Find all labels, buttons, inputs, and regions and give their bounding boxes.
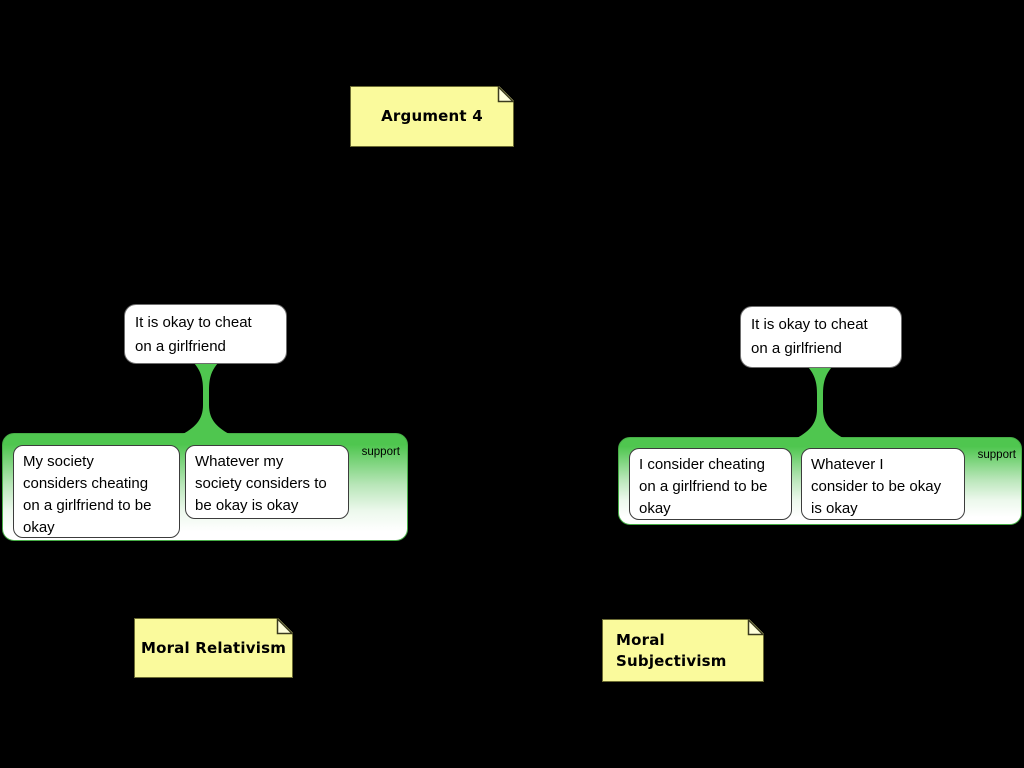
premise-text-line: be okay is okay bbox=[195, 497, 299, 514]
right-support-group[interactable]: support I consider cheating on a girlfri… bbox=[618, 437, 1022, 525]
conclusion-text-line: It is okay to cheat bbox=[751, 316, 868, 333]
left-conclusion-box[interactable]: It is okay to cheat on a girlfriend bbox=[124, 304, 287, 364]
argument-note-label: Argument 4 bbox=[381, 107, 483, 125]
moral-subjectivism-note-label: Moral Subjectivism bbox=[616, 630, 763, 672]
note-fold-icon bbox=[747, 619, 764, 636]
argument-note[interactable]: Argument 4 bbox=[350, 86, 514, 147]
left-support-group[interactable]: support My society considers cheating on… bbox=[2, 433, 408, 541]
note-fold-icon bbox=[276, 618, 293, 635]
right-premise-1-box[interactable]: I consider cheating on a girlfriend to b… bbox=[629, 448, 792, 520]
moral-relativism-note[interactable]: Moral Relativism bbox=[134, 618, 293, 678]
left-premise-2-box[interactable]: Whatever my society considers to be okay… bbox=[185, 445, 349, 519]
premise-text-line: on a girlfriend to be bbox=[23, 497, 152, 514]
left-support-label: support bbox=[361, 446, 400, 458]
right-support-connector[interactable] bbox=[760, 367, 880, 440]
note-text-line: Moral bbox=[616, 630, 665, 649]
left-support-connector[interactable] bbox=[146, 363, 266, 436]
left-premise-1-box[interactable]: My society considers cheating on a girlf… bbox=[13, 445, 180, 538]
premise-text-line: consider to be okay bbox=[811, 478, 942, 495]
premise-text-line: Whatever I bbox=[811, 456, 884, 473]
conclusion-text-line: on a girlfriend bbox=[135, 338, 226, 355]
moral-relativism-note-label: Moral Relativism bbox=[140, 638, 287, 657]
moral-subjectivism-note[interactable]: Moral Subjectivism bbox=[602, 619, 764, 682]
premise-text-line: I consider cheating bbox=[639, 456, 765, 473]
note-text-line: Subjectivism bbox=[616, 651, 727, 670]
right-support-label: support bbox=[977, 449, 1016, 461]
conclusion-text-line: on a girlfriend bbox=[751, 340, 842, 357]
premise-text-line: My society bbox=[23, 453, 94, 470]
note-fold-icon bbox=[497, 86, 514, 103]
right-premise-2-box[interactable]: Whatever I consider to be okay is okay bbox=[801, 448, 965, 520]
premise-text-line: Whatever my bbox=[195, 453, 284, 470]
premise-text-line: okay bbox=[639, 500, 671, 517]
conclusion-text-line: It is okay to cheat bbox=[135, 314, 252, 331]
premise-text-line: okay bbox=[23, 519, 55, 536]
premise-text-line: society considers to bbox=[195, 475, 327, 492]
premise-text-line: is okay bbox=[811, 500, 858, 517]
premise-text-line: on a girlfriend to be bbox=[639, 478, 768, 495]
right-conclusion-box[interactable]: It is okay to cheat on a girlfriend bbox=[740, 306, 902, 368]
premise-text-line: considers cheating bbox=[23, 475, 149, 492]
